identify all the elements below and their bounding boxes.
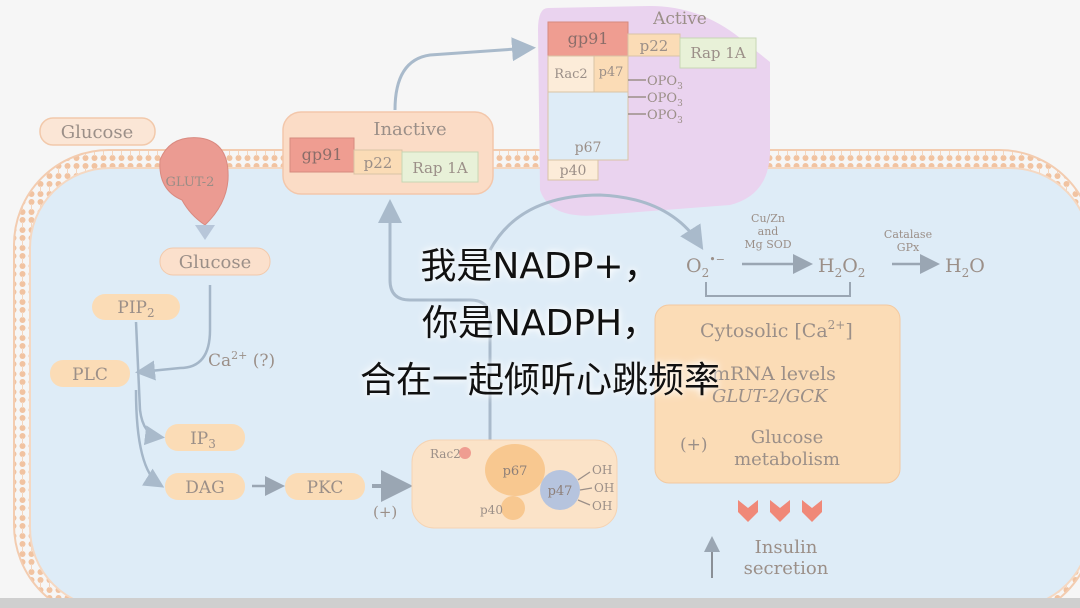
plc-node: PLC bbox=[50, 360, 130, 387]
cytosolic-ca-label: Cytosolic [Ca2+] bbox=[700, 318, 853, 342]
red-down-arrows bbox=[738, 500, 822, 522]
active-p47-label: p47 bbox=[599, 65, 624, 80]
glucose-inside-node: Glucose bbox=[159, 247, 271, 276]
inactive-complex: Inactive gp91 p22 Rap 1A bbox=[282, 111, 494, 195]
pip2-subscript: 2 bbox=[147, 306, 155, 320]
cytosolic-p40-label: p40 bbox=[480, 503, 503, 517]
glucose-metabolism-label-2: metabolism bbox=[734, 449, 840, 470]
calcium-label: Ca2+ (?) bbox=[208, 349, 275, 371]
sod-label-3: Mg SOD bbox=[744, 238, 791, 251]
caption-line-1: 我是NADP+， bbox=[420, 246, 660, 287]
active-title: Active bbox=[652, 9, 707, 29]
inactive-p22-label: p22 bbox=[364, 154, 393, 172]
cytosolic-complex: Rac2 p67 p40 p47 OH OH OH bbox=[411, 439, 618, 529]
caption-line-2: 你是NADPH， bbox=[421, 303, 659, 344]
catalase-label-1: Catalase bbox=[884, 228, 932, 241]
opo3-label-1: OPO3 bbox=[647, 74, 683, 92]
plc-label: PLC bbox=[72, 365, 108, 385]
oh-label-2: OH bbox=[594, 481, 614, 495]
sod-label-2: and bbox=[758, 225, 779, 238]
active-p40-label: p40 bbox=[560, 163, 587, 179]
pip2-label: PIP bbox=[117, 298, 147, 318]
active-p22-label: p22 bbox=[640, 37, 669, 55]
insulin-label-1: Insulin bbox=[755, 537, 818, 558]
opo3-label-2: OPO3 bbox=[647, 91, 683, 109]
dag-label: DAG bbox=[185, 478, 225, 498]
active-gp91-label: gp91 bbox=[568, 29, 609, 48]
superoxide-arrow bbox=[488, 193, 704, 251]
ros-reaction: O2•− Cu/Zn and Mg SOD H2O2 Catalase GPx … bbox=[686, 212, 985, 297]
bottom-bar bbox=[0, 598, 1080, 608]
active-complex: Active gp91 p22 Rap 1A Rac2 p47 p67 p40 … bbox=[547, 9, 757, 181]
ip3-node: IP3 bbox=[165, 424, 245, 451]
caption-overlay: 我是NADP+， 你是NADPH， 合在一起倾听心跳频率 bbox=[0, 238, 1080, 409]
effects-box: Cytosolic [Ca2+] mRNA levels GLUT-2/GCK … bbox=[654, 304, 901, 484]
ip3-label: IP bbox=[190, 429, 208, 449]
svg-text:IP3: IP3 bbox=[190, 429, 216, 451]
glucose-outside-label: Glucose bbox=[61, 122, 134, 143]
insulin-label-2: secretion bbox=[744, 558, 829, 579]
oh-label-3: OH bbox=[592, 499, 612, 513]
glucose-outside-node: Glucose bbox=[39, 117, 156, 146]
effects-plus-label: (+) bbox=[680, 435, 708, 455]
activation-arrow bbox=[393, 37, 536, 111]
cytosolic-p67-label: p67 bbox=[503, 464, 528, 479]
glucose-inside-label: Glucose bbox=[179, 252, 252, 273]
inactive-rap1a-label: Rap 1A bbox=[412, 159, 467, 177]
svg-text:PIP2: PIP2 bbox=[117, 298, 154, 320]
left-pathway-arrows bbox=[134, 285, 413, 502]
cytosolic-p47-label: p47 bbox=[548, 484, 573, 499]
pip2-node: PIP2 bbox=[92, 294, 180, 320]
water-label: H2O bbox=[945, 255, 985, 280]
active-p67-label: p67 bbox=[575, 140, 602, 156]
dag-node: DAG bbox=[165, 473, 245, 500]
catalase-label-2: GPx bbox=[897, 241, 920, 254]
oh-label-1: OH bbox=[592, 463, 612, 477]
glut2-transporter: GLUT-2 bbox=[159, 137, 229, 240]
opo3-label-3: OPO3 bbox=[647, 108, 683, 126]
caption-line-3: 合在一起倾听心跳频率 bbox=[359, 360, 720, 401]
inactive-gp91-label: gp91 bbox=[302, 145, 343, 164]
assembly-arrow bbox=[378, 199, 492, 440]
inactive-title: Inactive bbox=[373, 119, 446, 140]
glucose-metabolism-label-1: Glucose bbox=[751, 427, 824, 448]
pkc-label: PKC bbox=[307, 478, 344, 498]
active-rac2-label: Rac2 bbox=[554, 67, 587, 82]
active-rap1a-label: Rap 1A bbox=[690, 44, 745, 62]
cytosolic-rac2-label: Rac2 bbox=[430, 447, 461, 461]
superoxide-label: O2•− bbox=[686, 253, 725, 280]
pkc-plus-label: (+) bbox=[373, 503, 397, 521]
genes-label: GLUT-2/GCK bbox=[712, 386, 829, 407]
sod-label-1: Cu/Zn bbox=[751, 212, 785, 225]
mrna-label: mRNA levels bbox=[712, 363, 836, 385]
h2o2-label: H2O2 bbox=[818, 255, 865, 280]
ip3-subscript: 3 bbox=[208, 437, 216, 451]
glut2-label: GLUT-2 bbox=[166, 175, 215, 190]
pkc-node: PKC bbox=[285, 473, 365, 500]
